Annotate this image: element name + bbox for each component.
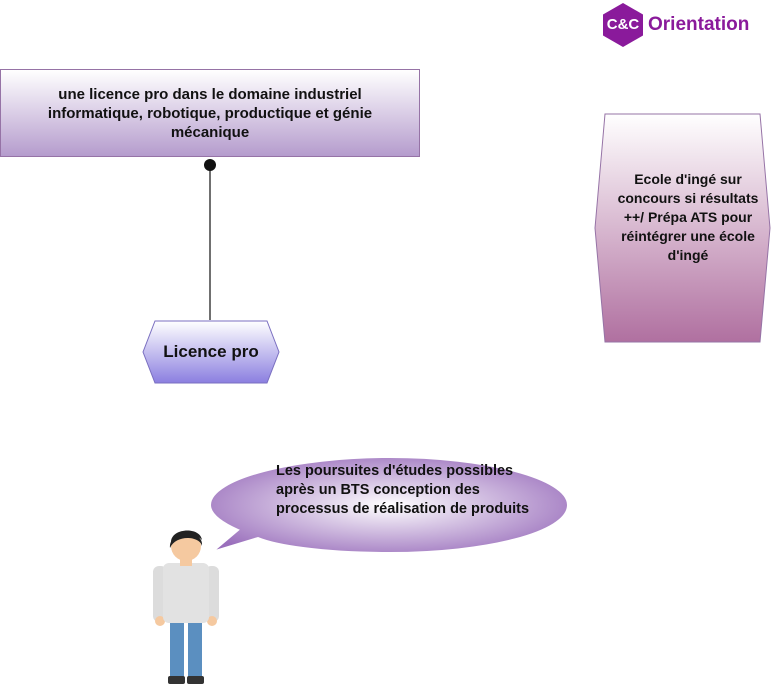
licence-domain-box: une licence pro dans le domaine industri… — [0, 69, 420, 157]
logo-name: Orientation — [648, 14, 750, 35]
licence-pro-label: Licence pro — [163, 342, 259, 361]
logo-hexagon-icon: C&C — [600, 2, 646, 48]
connector-dot — [204, 159, 216, 171]
licence-domain-text: une licence pro dans le domaine industri… — [47, 85, 373, 141]
ecole-text: Ecole d'ingé sur concours si résultats +… — [617, 171, 759, 263]
speech-bubble-text: Les poursuites d'études possibles après … — [276, 463, 530, 517]
brand-logo: C&C Orientation — [600, 2, 770, 48]
person-icon — [153, 530, 219, 684]
logo-mark: C&C — [606, 16, 640, 33]
